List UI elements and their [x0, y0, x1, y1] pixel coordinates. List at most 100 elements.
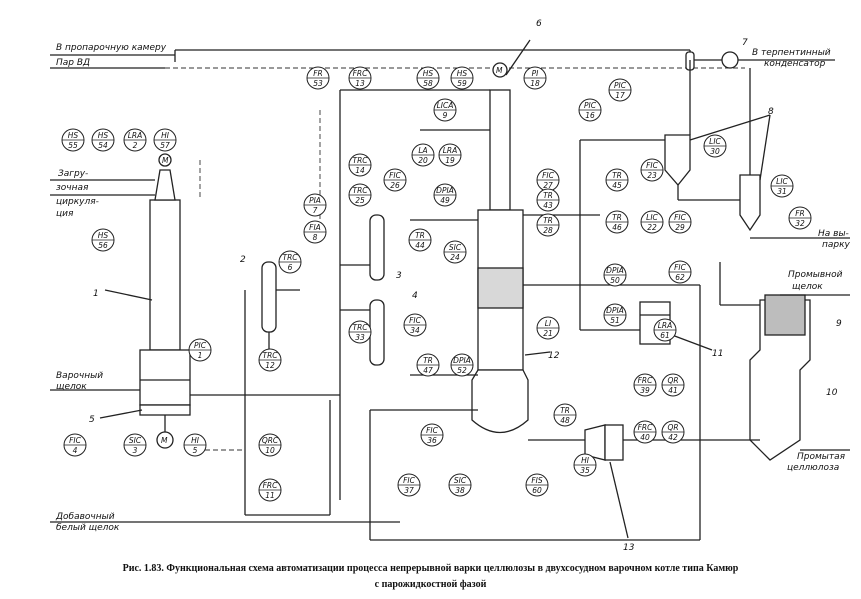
instrument-number: 51 [610, 316, 620, 325]
instrument-number: 2 [133, 141, 138, 150]
instrument-tag: FRC [263, 481, 279, 490]
instrument-number: 25 [355, 196, 365, 205]
stream-white-liquor-label-1: Добавочный [55, 512, 115, 522]
instrument-number: 22 [647, 223, 657, 232]
instrument-number: 1 [198, 351, 203, 360]
instrument-number: 20 [418, 156, 428, 165]
heater-3 [340, 214, 385, 281]
instrument-tag: FIC [426, 426, 439, 435]
equipment-number-12: 12 [548, 351, 560, 361]
stream-white-liquor-label-2: белый щелок [56, 523, 120, 533]
instrument-tag: PI [532, 69, 540, 78]
instrument-tag: TRC [352, 156, 368, 165]
instrument-number: 62 [675, 273, 685, 282]
separator-8b [739, 174, 761, 232]
instrument-number: 42 [668, 433, 678, 442]
figure-caption-line-2: с парожидкостной фазой [374, 579, 487, 590]
instrument-tag: DPIA [606, 266, 624, 275]
instrument-number: 19 [445, 156, 455, 165]
instrument-number: 24 [450, 253, 460, 262]
instrument-number: 14 [355, 166, 365, 175]
motor-icon-5: M [161, 436, 168, 445]
instrument-number: 33 [355, 333, 365, 342]
instrument-tag: TRC [282, 253, 298, 262]
diffuser-washer-10 [749, 294, 811, 461]
instrument-tag: QRC [262, 436, 279, 445]
stream-steam-hp-label: Пар ВД [56, 58, 90, 68]
instrument-tag: TRC [352, 323, 368, 332]
instrument-tag: LRA [443, 146, 458, 155]
equipment-number-11: 11 [712, 349, 723, 359]
instrument-number: 17 [615, 91, 625, 100]
condenser-7 [685, 51, 739, 71]
instrument-tag: PIC [194, 341, 207, 350]
instrument-number: 36 [427, 436, 437, 445]
figure-caption-line-1: Рис. 1.83. Функциональная схема автомати… [122, 563, 739, 574]
digester-12: M [471, 62, 529, 433]
instrument-number: 10 [265, 446, 275, 455]
instrument-hi-5: HI5 [183, 433, 207, 457]
instrument-tag: DPIA [453, 356, 471, 365]
instrument-number: 61 [660, 331, 670, 340]
stream-to-turpentine-label-1: В терпентинный [752, 48, 831, 58]
equipment-number-13: 13 [623, 543, 635, 553]
instrument-tag: FIC [646, 161, 659, 170]
equipment-number-1: 1 [93, 289, 99, 299]
instrument-tag: HS [98, 131, 109, 140]
instrument-number: 6 [288, 263, 293, 272]
stream-circulation-label-1: циркуля- [56, 197, 99, 207]
instrument-number: 41 [668, 386, 678, 395]
stream-loading-label-2: зочная [56, 183, 89, 193]
instrument-tag: HS [423, 69, 434, 78]
instrument-number: 30 [710, 147, 720, 156]
instrument-number: 8 [313, 233, 318, 242]
instrument-number: 9 [443, 111, 448, 120]
instrument-tag: LIC [646, 213, 658, 222]
instrument-tag: TR [560, 406, 570, 415]
stream-circulation-label-2: ция [56, 209, 74, 219]
instrument-number: 44 [415, 241, 425, 250]
stream-loading-label-1: Загру- [58, 169, 88, 179]
instrument-tag: LIСA [437, 101, 454, 110]
instrument-tag: PIA [309, 196, 321, 205]
instrument-number: 11 [265, 491, 275, 500]
stream-to-evap-label-1: На вы- [818, 229, 849, 239]
instrument-tag: TRC [352, 186, 368, 195]
instrument-number: 38 [455, 486, 465, 495]
instrument-tag: SIC [449, 243, 462, 252]
instrument-number: 40 [640, 433, 650, 442]
instrument-tag: LA [418, 146, 427, 155]
equipment-number-7: 7 [742, 38, 748, 48]
instrument-tag: DPIA [436, 186, 454, 195]
instrument-number: 26 [390, 181, 400, 190]
instrument-tag: HI [161, 131, 170, 140]
equipment-number-5: 5 [89, 415, 95, 425]
instrument-tag: FIC [403, 476, 416, 485]
